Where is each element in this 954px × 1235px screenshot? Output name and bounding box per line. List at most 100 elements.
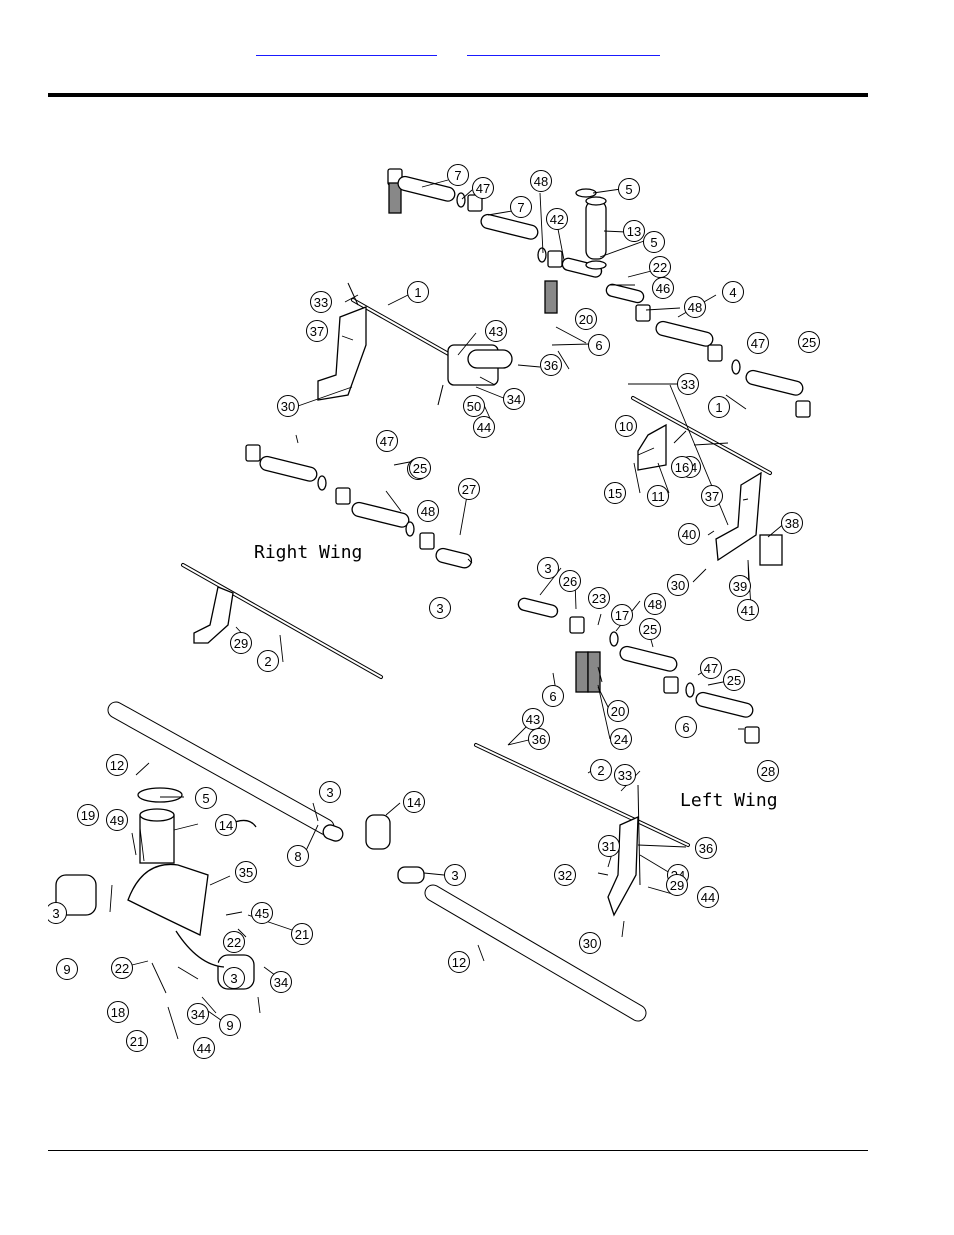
callout-3: 3 (320, 782, 341, 803)
callout-9: 9 (57, 959, 78, 980)
callout-4: 4 (723, 282, 744, 303)
callout-number: 3 (451, 868, 458, 883)
callout-25: 25 (799, 332, 820, 353)
callout-34: 34 (504, 389, 525, 410)
callout-number: 47 (476, 181, 490, 196)
callout-number: 21 (130, 1034, 144, 1049)
callout-number: 18 (111, 1005, 125, 1020)
callout-34: 34 (271, 972, 292, 993)
callout-48: 48 (685, 297, 706, 318)
callout-number: 29 (670, 878, 684, 893)
callout-2: 2 (258, 651, 279, 672)
callout-3: 3 (224, 968, 245, 989)
callout-number: 20 (611, 704, 625, 719)
callout-number: 40 (682, 527, 696, 542)
callout-number: 30 (671, 578, 685, 593)
callout-40: 40 (679, 524, 700, 545)
callout-3: 3 (48, 903, 67, 924)
callout-12: 12 (107, 755, 128, 776)
callout-number: 49 (110, 813, 124, 828)
callout-29: 29 (667, 875, 688, 896)
callout-47: 47 (473, 178, 494, 199)
bottom-tubes (116, 710, 638, 1013)
callout-number: 5 (202, 791, 209, 806)
callout-31: 31 (599, 836, 620, 857)
callout-number: 47 (380, 434, 394, 449)
callout-number: 23 (592, 591, 606, 606)
callout-22: 22 (650, 257, 671, 278)
callout-number: 3 (436, 601, 443, 616)
left-upper-bar (633, 398, 782, 565)
callout-number: 27 (462, 482, 476, 497)
callout-number: 25 (802, 335, 816, 350)
callout-33: 33 (615, 765, 636, 786)
callout-10: 10 (616, 416, 637, 437)
callout-number: 36 (544, 358, 558, 373)
callout-5: 5 (196, 788, 217, 809)
callout-number: 38 (785, 516, 799, 531)
callout-29: 29 (231, 633, 252, 654)
callout-13: 13 (624, 221, 645, 242)
callout-12: 12 (449, 952, 470, 973)
callout-number: 45 (255, 906, 269, 921)
callout-28: 28 (758, 761, 779, 782)
callout-number: 19 (81, 808, 95, 823)
callout-30: 30 (668, 575, 689, 596)
callout-number: 48 (534, 174, 548, 189)
callout-49: 49 (107, 810, 128, 831)
callout-43: 43 (523, 709, 544, 730)
callout-number: 33 (314, 295, 328, 310)
callout-37: 37 (307, 321, 328, 342)
callout-36: 36 (696, 838, 717, 859)
callout-number: 31 (602, 839, 616, 854)
header-link-1[interactable] (256, 41, 437, 56)
callout-number: 3 (52, 906, 59, 921)
callout-22: 22 (112, 958, 133, 979)
callout-number: 12 (452, 955, 466, 970)
callout-number: 44 (477, 420, 491, 435)
parts-diagram: Right Wing Left Wing 7477485134252246484… (48, 155, 828, 1065)
callout-number: 24 (614, 732, 628, 747)
callout-7: 7 (448, 165, 469, 186)
callout-5: 5 (619, 179, 640, 200)
callout-number: 17 (615, 608, 629, 623)
callout-number: 37 (705, 489, 719, 504)
callout-number: 2 (597, 763, 604, 778)
callout-39: 39 (730, 576, 751, 597)
callout-number: 6 (595, 338, 602, 353)
callout-36: 36 (541, 355, 562, 376)
callout-number: 25 (413, 461, 427, 476)
callout-number: 33 (681, 377, 695, 392)
callout-number: 6 (549, 689, 556, 704)
left-middle-hose (517, 597, 759, 743)
left-wing-label: Left Wing (680, 790, 778, 811)
callout-33: 33 (311, 292, 332, 313)
callout-21: 21 (292, 924, 313, 945)
callout-number: 48 (648, 597, 662, 612)
header-link-2[interactable] (467, 41, 660, 56)
callout-number: 43 (489, 324, 503, 339)
callout-number: 13 (627, 224, 641, 239)
callout-number: 3 (544, 561, 551, 576)
callout-number: 28 (761, 764, 775, 779)
callout-number: 22 (227, 935, 241, 950)
callout-8: 8 (288, 846, 309, 867)
callout-37: 37 (702, 486, 723, 507)
callout-number: 46 (656, 281, 670, 296)
callout-1: 1 (408, 282, 429, 303)
callout-44: 44 (194, 1038, 215, 1059)
callout-number: 14 (407, 795, 421, 810)
callout-45: 45 (252, 903, 273, 924)
right-wing-label: Right Wing (254, 542, 362, 563)
footer-rule (48, 1150, 868, 1151)
callout-number: 36 (699, 841, 713, 856)
callout-30: 30 (580, 933, 601, 954)
callout-3: 3 (430, 598, 451, 619)
callout-number: 36 (532, 732, 546, 747)
callout-25: 25 (640, 619, 661, 640)
callout-number: 3 (230, 971, 237, 986)
callout-number: 5 (625, 182, 632, 197)
callout-46: 46 (653, 278, 674, 299)
callout-42: 42 (547, 209, 568, 230)
